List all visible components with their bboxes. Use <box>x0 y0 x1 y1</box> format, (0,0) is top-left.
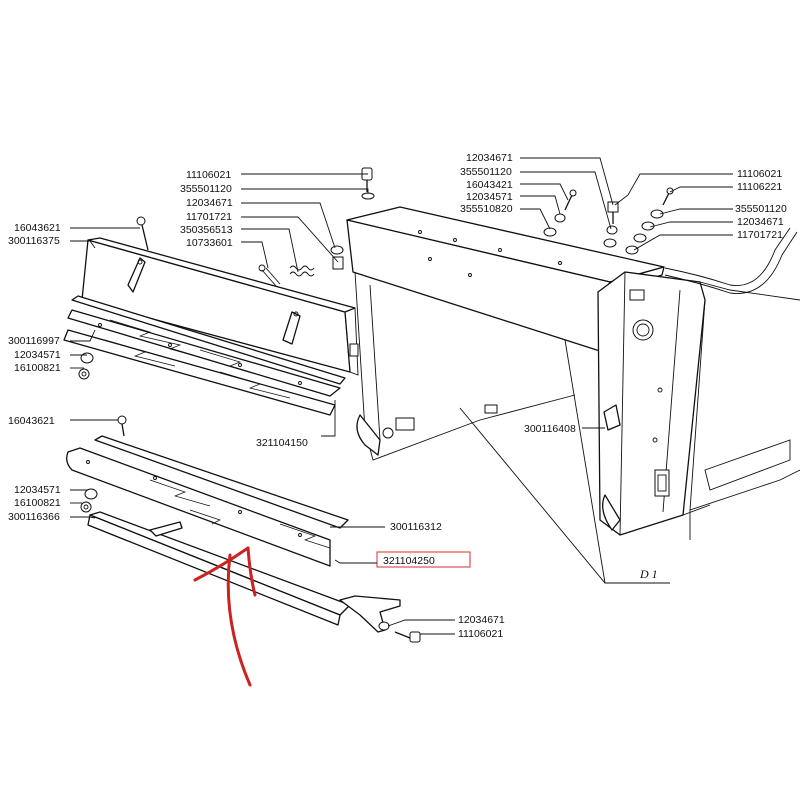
label-11701721: 11701721 <box>186 211 232 223</box>
label-11106021: 11106021 <box>458 628 503 640</box>
label-350356513: 350356513 <box>180 224 233 236</box>
label-355501120: 355501120 <box>735 203 787 215</box>
label-300116366: 300116366 <box>8 511 60 523</box>
label-12034671: 12034671 <box>466 152 513 164</box>
label-11701721: 11701721 <box>737 229 783 241</box>
highlight-arrow <box>193 546 257 687</box>
label-300116408: 300116408 <box>524 423 576 435</box>
label-321104150: 321104150 <box>256 437 308 449</box>
upper-guard-assembly <box>63 167 375 416</box>
label-355510820: 355510820 <box>460 203 513 215</box>
top-hardware-cluster <box>543 187 674 255</box>
label-12034671: 12034671 <box>737 216 784 228</box>
label-11106021: 11106021 <box>186 169 231 181</box>
label-11106221: 11106221 <box>737 181 782 193</box>
leader-lines <box>70 157 733 635</box>
label-12034671: 12034671 <box>186 197 233 209</box>
label-16043621: 16043621 <box>14 222 61 234</box>
part-number-labels: 11106021 355501120 12034671 11701721 350… <box>8 152 787 640</box>
label-16043621: 16043621 <box>8 415 55 427</box>
lower-guard-assembly <box>66 415 421 643</box>
label-16043421: 16043421 <box>466 179 513 191</box>
label-11106021: 11106021 <box>737 168 782 180</box>
label-300116375: 300116375 <box>8 235 60 247</box>
label-300116997: 300116997 <box>8 335 60 347</box>
label-10733601: 10733601 <box>186 237 233 249</box>
label-355501120: 355501120 <box>180 183 232 195</box>
label-300116312: 300116312 <box>390 521 442 533</box>
label-frame-d1: D 1 <box>639 567 658 581</box>
part-highlight-box <box>376 551 471 568</box>
label-16100821: 16100821 <box>14 497 61 509</box>
label-355501120: 355501120 <box>460 166 512 178</box>
label-12034571: 12034571 <box>14 349 61 361</box>
label-321104250: 321104250 <box>383 555 435 567</box>
label-12034571: 12034571 <box>14 484 61 496</box>
label-16100821: 16100821 <box>14 362 61 374</box>
label-12034571: 12034571 <box>466 191 513 203</box>
label-12034671: 12034671 <box>458 614 505 626</box>
machine-frame <box>346 206 800 584</box>
